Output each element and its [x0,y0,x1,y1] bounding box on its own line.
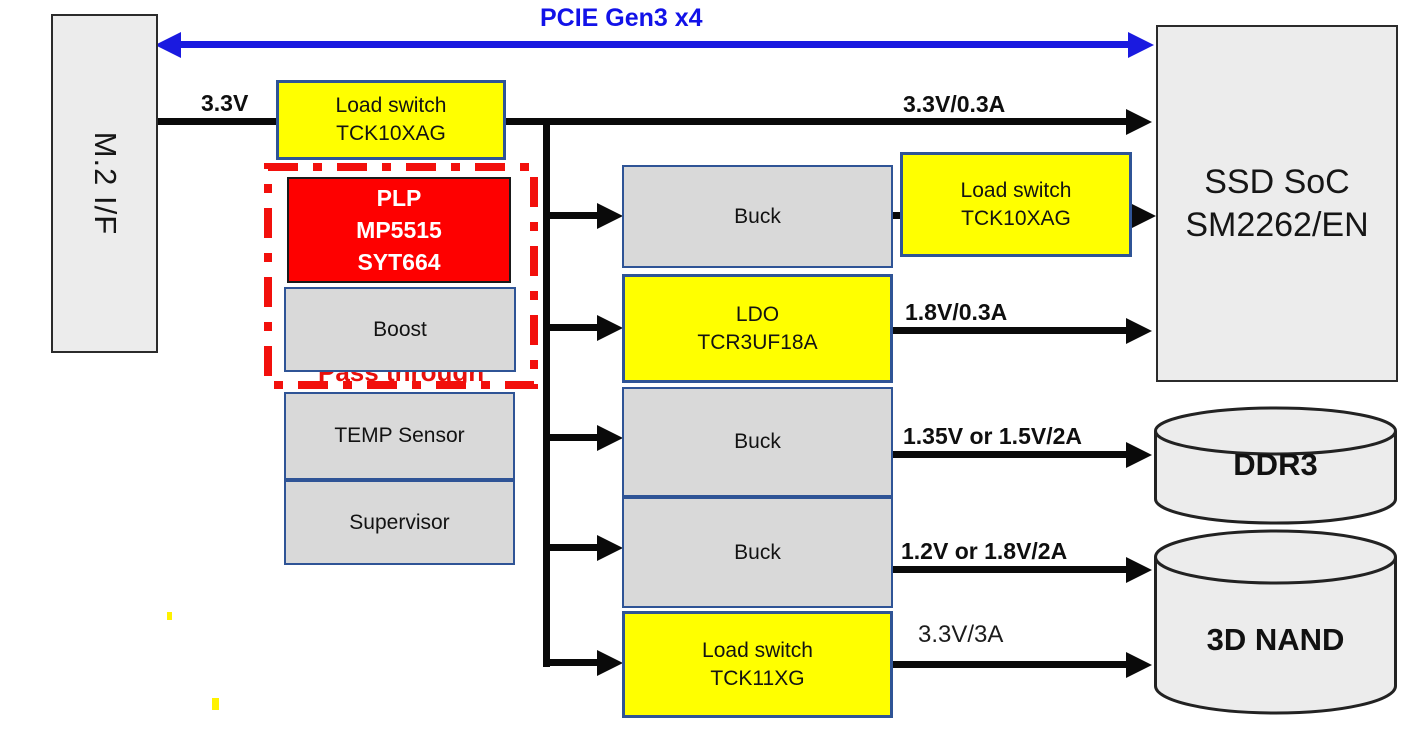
branch-loadswitch-arrowhead-icon [597,650,623,676]
buck3-label: Buck [734,540,781,564]
plp-dashed-outline [260,158,544,394]
power-trunk-line [543,118,550,667]
rail-3v3-label: 3.3V [201,90,249,116]
rail-1v2-line [893,566,1132,573]
rail-3v3-line [157,118,1132,125]
rail-3v3-03a-label: 3.3V/0.3A [903,91,1006,117]
buck2-label: Buck [734,430,781,454]
buck3-block: Buck [622,497,893,608]
rail-1v35-arrowhead-icon [1126,442,1152,468]
load-switch-nand-block: Load switch TCK11XG [622,611,893,718]
branch-buck3-arrowhead-icon [597,535,623,561]
buck1-to-loadswitch-line [885,212,903,219]
plp-block: PLP MP5515 SYT664 [287,177,511,283]
nand-cylinder [1153,528,1398,718]
temp-sensor-label: TEMP Sensor [334,424,465,448]
supervisor-label: Supervisor [349,510,450,534]
ldo-label: LDO TCR3UF18A [697,302,818,354]
load-switch-soc-block: Load switch TCK10XAG [900,152,1132,257]
branch-buck3-line [546,544,602,551]
buck1-block: Buck [622,165,893,268]
load-switch-top-label: Load switch TCK10XAG [335,94,447,145]
boost-label: Boost [373,317,427,341]
nand-label: 3D NAND [1206,622,1345,657]
ssd-soc-block: SSD SoC SM2262/EN [1156,25,1398,382]
buck2-block: Buck [622,387,893,497]
branch-loadswitch-line [546,659,602,666]
temp-sensor-block: TEMP Sensor [284,392,515,480]
pcie-arrowhead-left-icon [155,32,181,58]
loadswitch-to-soc-arrowhead-icon [1130,203,1156,229]
load-switch-top-block: Load switch TCK10XAG [276,80,506,160]
branch-buck1-arrowhead-icon [597,203,623,229]
artifact-dot [212,698,219,710]
rail-3v3-arrowhead-icon [1126,109,1152,135]
pcie-bus-line [172,41,1134,48]
load-switch-nand-label: Load switch TCK11XG [702,638,813,690]
branch-buck2-line [546,434,602,441]
load-switch-soc-label: Load switch TCK10XAG [960,178,1072,230]
plp-label: PLP MP5515 SYT664 [356,184,442,276]
branch-ldo-line [546,324,602,331]
artifact-dot [167,612,172,620]
rail-1v8-line [893,327,1132,334]
rail-1v2-label: 1.2V or 1.8V/2A [901,538,1068,564]
boost-block: Boost [284,287,516,372]
branch-ldo-arrowhead-icon [597,315,623,341]
ldo-block: LDO TCR3UF18A [622,274,893,383]
supervisor-block: Supervisor [284,480,515,565]
rail-3v3-3a-label: 3.3V/3A [918,621,1004,648]
rail-3v3-3a-arrowhead-icon [1126,652,1152,678]
rail-1v35-label: 1.35V or 1.5V/2A [903,423,1082,449]
pcie-gen3-x4-label: PCIE Gen3 x4 [540,4,703,32]
ddr3-label: DDR3 [1233,447,1318,482]
m2-interface-block: M.2 I/F [51,14,158,353]
ddr3-cylinder [1153,405,1398,525]
rail-1v35-line [893,451,1132,458]
m2-interface-label: M.2 I/F [87,131,123,236]
rail-1v8-03a-label: 1.8V/0.3A [905,299,1008,325]
branch-buck2-arrowhead-icon [597,425,623,451]
rail-3v3-3a-line [893,661,1132,668]
rail-1v2-arrowhead-icon [1126,557,1152,583]
pcie-arrowhead-right-icon [1128,32,1154,58]
branch-buck1-line [546,212,602,219]
buck1-label: Buck [734,204,781,228]
ssd-soc-label: SSD SoC SM2262/EN [1185,163,1369,244]
rail-1v8-arrowhead-icon [1126,318,1152,344]
